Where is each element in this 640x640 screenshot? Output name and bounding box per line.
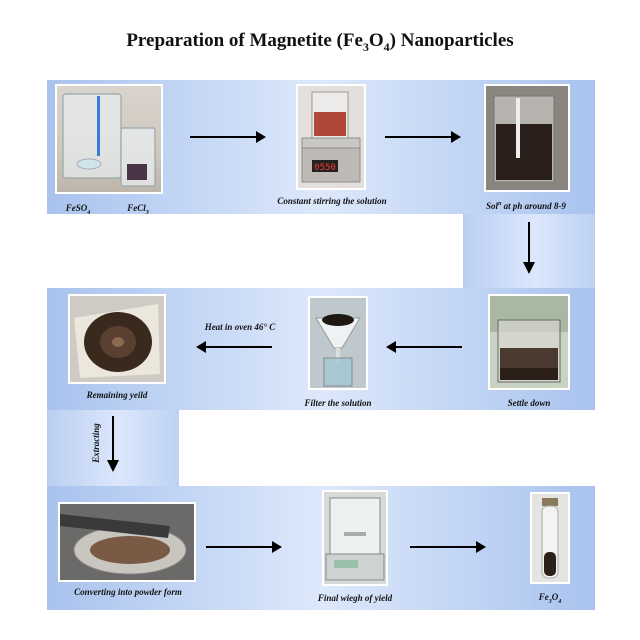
caption-fecl3: FeCl3: [127, 203, 149, 216]
photo-dark-solution: [484, 84, 570, 192]
arrow-right-4: [408, 540, 488, 554]
arrow-down-1: [522, 220, 536, 276]
page-title: Preparation of Magnetite (Fe3O4) Nanopar…: [126, 30, 514, 54]
annotation-heat-oven: Heat in oven 46° C: [204, 322, 276, 332]
photo-powder-form: [58, 502, 196, 582]
arrow-right-3: [204, 540, 284, 554]
svg-text:0550: 0550: [314, 163, 336, 173]
arrow-right-2: [383, 130, 463, 144]
caption-filter-solution: Filter the solution: [304, 398, 372, 408]
caption-feso4: FeSO4: [65, 203, 91, 216]
caption-solution-ph: Soln at ph around 8-9: [486, 201, 566, 211]
photo-filter-solution: [308, 296, 368, 390]
photo-final-weigh: [322, 490, 388, 586]
photo-remaining-yield: [68, 294, 166, 384]
photo-settle-down: [488, 294, 570, 390]
caption-powder-form: Converting into powder form: [74, 587, 182, 597]
photo-fe3o4-vial: [530, 492, 570, 584]
annotation-extracting: Extracting: [91, 423, 101, 463]
photo-reagent-beakers: [55, 84, 163, 194]
caption-fe3o4: Fe3O4: [538, 592, 562, 605]
arrow-down-2: [106, 414, 120, 474]
caption-stirring: Constant stirring the solution: [277, 196, 387, 206]
caption-final-weigh: Final wiegh of yield: [317, 593, 393, 603]
arrow-left-1: [194, 340, 274, 354]
caption-settle-down: Settle down: [507, 398, 551, 408]
arrow-right-1: [188, 130, 268, 144]
caption-remaining-yield: Remaining yeild: [86, 390, 148, 400]
photo-stirring: 0550: [296, 84, 366, 190]
arrow-left-2: [384, 340, 464, 354]
